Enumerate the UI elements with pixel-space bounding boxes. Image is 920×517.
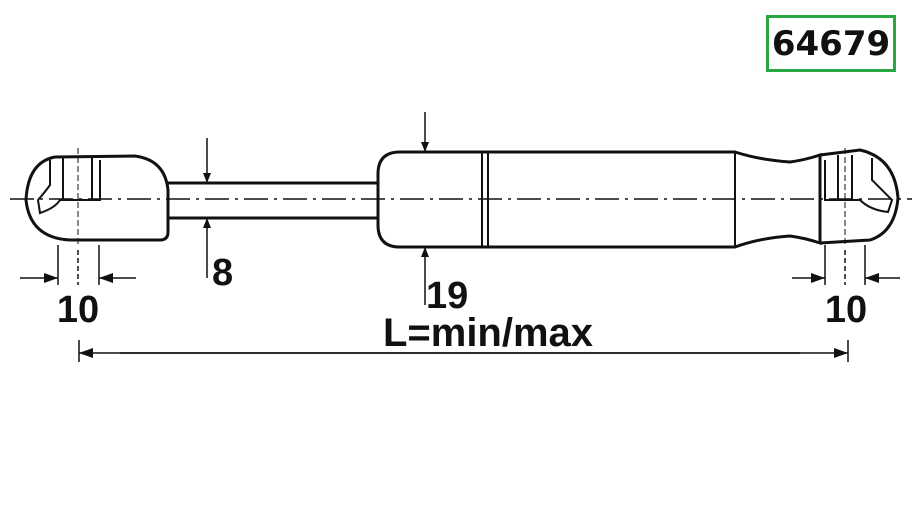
body-diameter-label: 19 xyxy=(426,275,468,317)
left-fitting-width-label: 10 xyxy=(57,289,99,331)
rod-diameter-label: 8 xyxy=(212,252,233,294)
length-label: L=min/max xyxy=(383,311,593,355)
right-fitting-width-label: 10 xyxy=(825,289,867,331)
cylinder-body xyxy=(376,150,822,249)
left-end-fitting xyxy=(24,154,170,242)
piston-rod xyxy=(168,181,378,220)
right-end-fitting xyxy=(819,148,900,245)
part-number-label: 64679 xyxy=(766,15,896,72)
